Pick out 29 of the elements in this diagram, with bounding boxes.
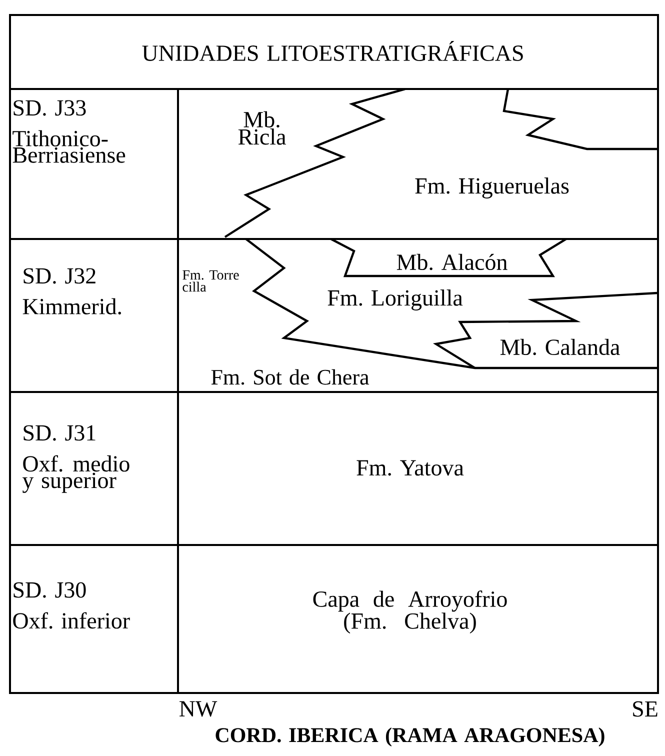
formation-label: Fm. Sot de Chera: [211, 369, 370, 385]
header-cell: [9, 14, 659, 90]
formation-cell: [177, 391, 659, 546]
formation-label: Mb. Ricla: [238, 111, 286, 145]
unit-label: Oxf. inferior: [13, 612, 130, 629]
unit-label: SD. J30: [14, 582, 86, 598]
direction-label: NW: [180, 701, 218, 717]
unit-label: Oxf. medio y superior: [22, 455, 130, 493]
header-text: UNIDADES LITOESTRATIGRÁFICAS: [142, 41, 523, 61]
formation-label: Capa de Arroyofrio (Fm. Chelva): [313, 590, 507, 634]
unit-label: Kimmerid.: [22, 298, 121, 314]
unit-cell: [9, 238, 179, 393]
caption: CORD. IBERICA (RAMA ARAGONESA): [216, 728, 604, 747]
unit-label: Tithonico-Berriasiense: [12, 130, 126, 163]
unit-label: SD. J33: [14, 100, 86, 116]
formation-label: Fm. Torre cilla: [182, 270, 239, 292]
unit-cell: [9, 88, 179, 240]
formation-cell: [177, 544, 659, 694]
formation-label: Fm. Yatova: [356, 460, 464, 476]
unit-cell: [9, 544, 179, 694]
unit-label: SD. J31: [24, 425, 96, 441]
formation-label: Fm. Loriguilla: [328, 290, 463, 310]
formation-label: Mb. Alacón: [396, 254, 508, 270]
formation-cell: [177, 88, 659, 240]
formation-label: Fm. Higueruelas: [415, 178, 569, 198]
unit-cell: [9, 391, 179, 546]
formation-cell: [177, 238, 659, 393]
unit-label: SD. J32: [24, 268, 96, 284]
formation-label: Mb. Calanda: [500, 338, 620, 356]
